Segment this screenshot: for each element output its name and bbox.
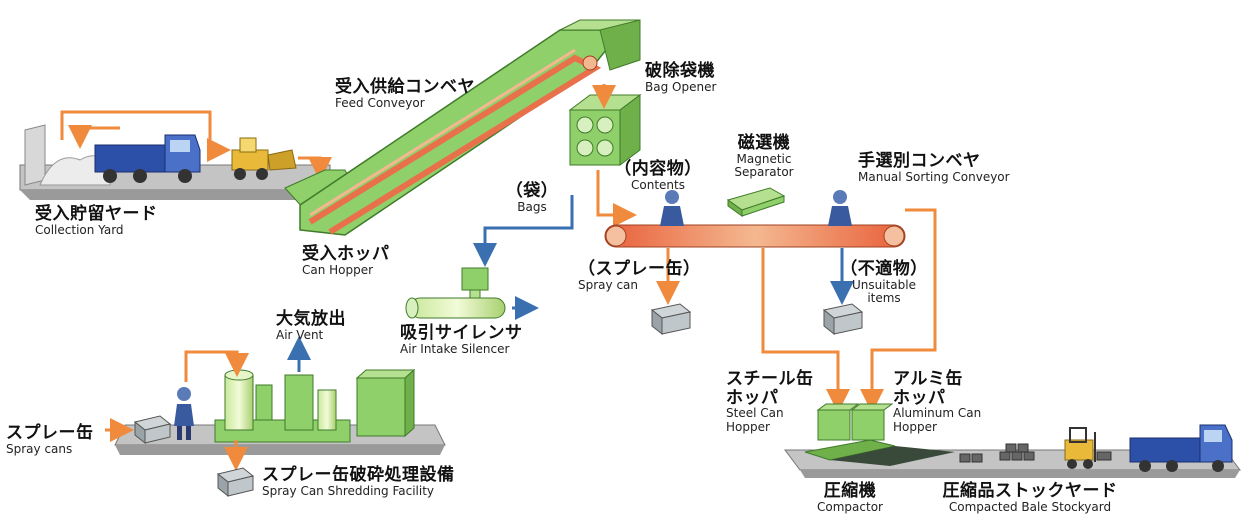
feed-conveyor [284,19,641,236]
unsuitable-items-label: （不適物） Unsuitable items [840,259,928,305]
bale-stockyard-label: 圧縮品ストックヤード Compacted Bale Stockyard [942,481,1118,514]
worker-to-shredder-arrow [184,350,249,382]
air-vent-label: 大気放出 Air Vent [276,309,346,342]
steel-can-hopper-label: スチール缶 ホッパ Steel Can Hopper [726,369,814,434]
steel-aluminum-routes [761,208,937,413]
manual-sorting-conveyor-label: 手選別コンベヤ Manual Sorting Conveyor [858,151,1010,184]
compactor-label: 圧縮機 Compactor [817,481,883,514]
spray-can-bin [650,303,692,336]
dump-truck-stockyard [1129,424,1233,472]
collection-yard-label: 受入貯留ヤード Collection Yard [35,204,158,237]
air-intake-silencer-machine [405,267,506,319]
spray-can-label: （スプレー缶） Spray can [578,259,701,292]
bag-opener-label: 破除袋機 Bag Opener [645,61,717,94]
bag-opener-machine [568,94,642,166]
aluminum-can-hopper-label: アルミ缶 ホッパ Aluminum Can Hopper [893,369,982,434]
magnetic-separator-machine [726,187,786,217]
yard-flow-arrows [60,110,332,181]
shredding-facility-label: スプレー缶破砕処理設備 Spray Can Shredding Facility [262,465,455,498]
air-intake-silencer-label: 吸引サイレンサ Air Intake Silencer [400,323,523,356]
bags-flow-line [473,195,574,267]
contents-flow-arrow [596,170,637,227]
wheel-loader [231,137,297,180]
can-hopper-label: 受入ホッパ Can Hopper [302,244,390,277]
magnetic-separator-label: 磁選機 Magnetic Separator [734,133,794,179]
shredding-machines [214,368,416,443]
worker-shredding [174,387,194,440]
dump-truck-yard [94,134,201,183]
spray-cans-input-bin [133,415,172,445]
contents-label: （内容物） Contents [614,159,702,192]
shredded-output-bin [216,467,255,498]
spray-cans-label: スプレー缶 Spray cans [6,423,94,456]
compacted-bales [959,443,1035,463]
forklift [1064,427,1112,469]
worker-contents [660,190,684,226]
feed-conveyor-label: 受入供給コンベヤ Feed Conveyor [335,77,475,110]
manual-sorting-conveyor-belt [604,224,906,248]
compactor-machine [804,403,955,466]
worker-sorting [828,190,852,226]
unsuitable-items-bin [822,303,864,336]
bags-label: （袋） Bags [505,181,559,214]
